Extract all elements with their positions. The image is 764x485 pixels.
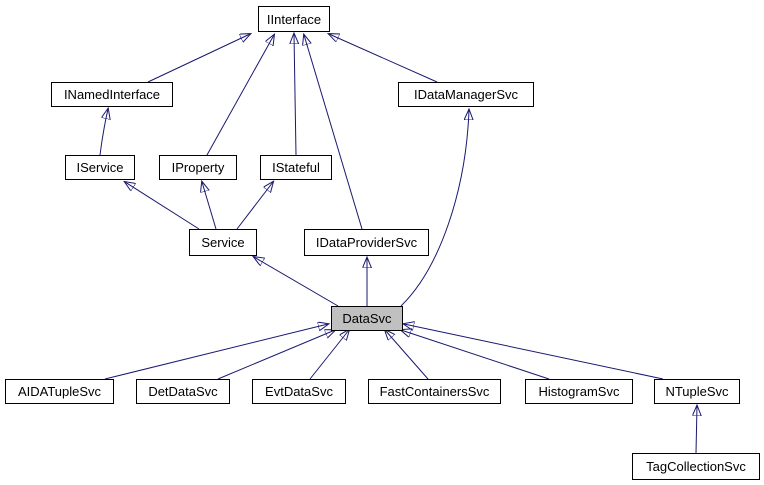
edge-idataprovidersvc-to-iinterface <box>304 35 363 230</box>
node-label: IDataProviderSvc <box>315 235 418 250</box>
node-label: FastContainersSvc <box>379 384 490 399</box>
node-aidatuplesvc[interactable]: AIDATupleSvc <box>5 379 114 404</box>
node-iservice[interactable]: IService <box>65 155 135 180</box>
node-label: DetDataSvc <box>148 384 218 399</box>
node-label: IInterface <box>266 11 322 27</box>
node-idatamanagersvc[interactable]: IDataManagerSvc <box>398 82 534 107</box>
node-ntuplesvc[interactable]: NTupleSvc <box>654 379 740 404</box>
edge-service-to-iproperty <box>202 182 217 230</box>
node-iinterface[interactable]: IInterface <box>258 6 330 32</box>
edge-istateful-to-iinterface <box>294 34 296 156</box>
node-idataprovidersvc[interactable]: IDataProviderSvc <box>304 229 429 256</box>
node-label: EvtDataSvc <box>265 384 333 399</box>
edge-inamedinterface-to-iinterface <box>147 34 250 83</box>
node-detdatasvc[interactable]: DetDataSvc <box>136 379 230 404</box>
edge-idatamanagersvc-to-iinterface <box>329 34 438 83</box>
edge-histogramsvc-to-datasvc <box>401 330 550 380</box>
edge-service-to-istateful <box>236 182 273 230</box>
edge-aidatuplesvc-to-datasvc <box>104 324 328 380</box>
node-label: Service <box>201 235 245 250</box>
node-label: IDataManagerSvc <box>413 87 519 102</box>
node-datasvc: DataSvc <box>331 306 403 331</box>
node-label: IStateful <box>272 160 320 175</box>
node-label: IProperty <box>171 160 225 175</box>
node-fastcontainerssvc[interactable]: FastContainersSvc <box>368 379 501 404</box>
node-histogramsvc[interactable]: HistogramSvc <box>525 379 633 404</box>
node-label: NTupleSvc <box>665 384 729 399</box>
node-label: IService <box>76 160 124 175</box>
edge-detdatasvc-to-datasvc <box>217 330 335 380</box>
edge-tagcollectionsvc-to-ntuplesvc <box>696 406 697 454</box>
node-label: DataSvc <box>342 311 392 326</box>
edge-service-to-iservice <box>125 182 200 230</box>
edge-iservice-to-inamedinterface <box>99 109 108 156</box>
node-service[interactable]: Service <box>189 229 257 256</box>
node-label: HistogramSvc <box>538 384 620 399</box>
edge-fastcontainerssvc-to-datasvc <box>385 330 429 380</box>
node-inamedinterface[interactable]: INamedInterface <box>51 82 173 107</box>
edge-datasvc-to-service <box>254 257 339 307</box>
node-iproperty[interactable]: IProperty <box>159 155 237 180</box>
edge-datasvc-to-idatamanagersvc <box>400 110 469 307</box>
edge-iproperty-to-iinterface <box>206 35 274 156</box>
node-label: TagCollectionSvc <box>646 459 746 474</box>
node-label: AIDATupleSvc <box>17 384 102 399</box>
node-tagcollectionsvc[interactable]: TagCollectionSvc <box>632 453 760 480</box>
edge-ntuplesvc-to-datasvc <box>404 324 664 380</box>
node-label: INamedInterface <box>63 87 161 102</box>
node-istateful[interactable]: IStateful <box>260 155 332 180</box>
node-evtdatasvc[interactable]: EvtDataSvc <box>252 379 346 404</box>
edge-evtdatasvc-to-datasvc <box>309 330 349 380</box>
